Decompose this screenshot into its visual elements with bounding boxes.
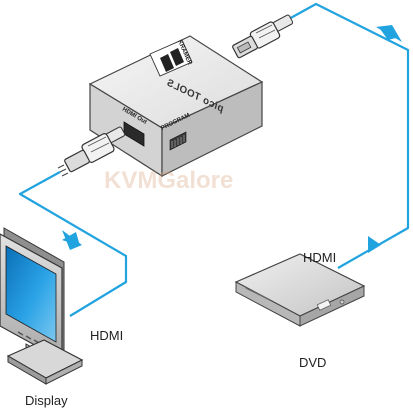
arrow-up-icon <box>378 26 396 40</box>
watermark-text: KVMGalore <box>104 167 233 194</box>
display-monitor <box>0 227 84 385</box>
kramer-device: KRAMER pico TOOLS HDMI Out PROGRAM <box>88 35 264 178</box>
hdmi-cable-display <box>18 171 128 317</box>
dvd-power-button <box>339 299 345 305</box>
hdmi-connector-top <box>232 14 294 59</box>
arrow-right-icon <box>368 236 381 253</box>
dvd-player <box>234 253 366 327</box>
hdmi-cable-dvd <box>286 2 410 269</box>
display-screen <box>5 245 57 343</box>
hdmi-out-port <box>123 121 145 147</box>
dvd-label: DVD <box>299 355 326 370</box>
dvd-display-panel <box>316 299 332 311</box>
arrow-down-icon <box>62 232 80 246</box>
hdmi-label-display: HDMI <box>90 328 123 343</box>
dvd-disc-tray <box>245 287 271 301</box>
display-label: Display <box>25 393 68 408</box>
hdmi-connector-out <box>57 126 126 177</box>
hdmi-label-dvd: HDMI <box>303 250 336 265</box>
